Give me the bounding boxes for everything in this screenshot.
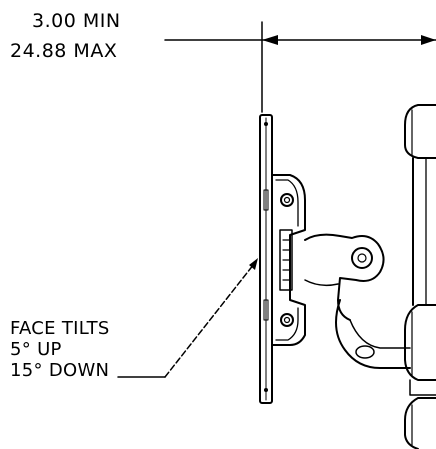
arrowhead-left-icon <box>262 35 278 45</box>
dimension-min-label: 3.00 MIN <box>32 10 121 32</box>
leader-arrowhead-icon <box>249 258 258 270</box>
arrowhead-right-icon <box>421 35 436 45</box>
tilt-bracket <box>271 174 306 346</box>
wall-plate <box>259 114 273 404</box>
tilt-leader-line <box>117 258 258 378</box>
vertical-column <box>404 104 436 449</box>
face-tilt-note: FACE TILTS 5° UP 15° DOWN <box>10 318 110 381</box>
articulating-arm <box>304 233 411 369</box>
tilt-note-line-2: 5° UP <box>10 339 62 360</box>
tilt-note-line-3: 15° DOWN <box>10 360 110 381</box>
dimension-max-label: 24.88 MAX <box>10 40 118 62</box>
dimension-line <box>164 21 436 113</box>
tilt-note-line-1: FACE TILTS <box>10 318 110 339</box>
